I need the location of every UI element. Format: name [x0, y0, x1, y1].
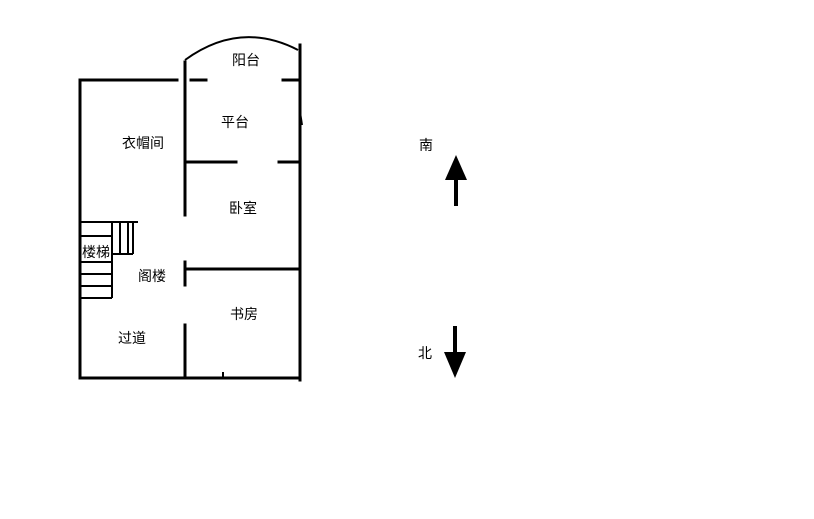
platform-label: 平台: [221, 115, 249, 131]
stairs-label: 楼梯: [82, 245, 110, 261]
north-label: 北: [418, 346, 432, 362]
cloakroom-label: 衣帽间: [122, 136, 164, 152]
south-label: 南: [419, 138, 433, 154]
arrow-down-icon: [444, 326, 466, 378]
corridor-label: 过道: [118, 331, 146, 347]
balcony-label: 阳台: [232, 53, 260, 69]
outer-wall-left-bottom: [78, 78, 300, 380]
window-mark: [299, 111, 303, 126]
arrow-up-icon: [445, 155, 467, 206]
balcony-arc: [184, 36, 299, 61]
bedroom-label: 卧室: [229, 200, 257, 217]
attic-label: 阁楼: [138, 269, 166, 285]
study-label: 书房: [230, 307, 258, 323]
